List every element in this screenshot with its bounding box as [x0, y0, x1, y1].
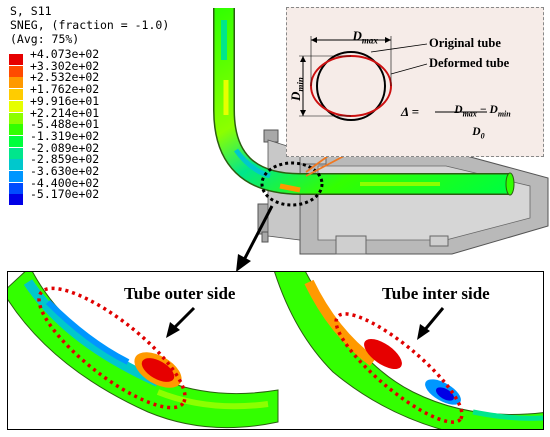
legend-color-swatch [9, 182, 23, 194]
ovality-schematic [299, 36, 487, 121]
detail-panel: Tube outer side Tube inter side [7, 271, 544, 430]
original-tube-circle [316, 51, 386, 121]
bend-region-marker [260, 161, 324, 207]
deformed-leader [390, 63, 428, 75]
dmax-label: Dmax [352, 28, 378, 46]
original-tube-label: Original tube [429, 36, 501, 50]
legend-color-swatch [9, 171, 23, 182]
inner-side-detail [274, 272, 543, 429]
detail-arrow [236, 205, 274, 272]
bent-tube [213, 8, 515, 196]
legend-color-swatch [9, 159, 23, 171]
inner-side-label: Tube inter side [382, 284, 490, 303]
inset-callout-line-1 [305, 155, 329, 173]
legend-color-swatch [9, 124, 23, 136]
legend-tick-label: +2.532e+02 [30, 70, 100, 85]
outer-side-label: Tube outer side [124, 284, 236, 303]
legend-title-line-1: S, S11 [10, 4, 52, 18]
ovality-inset: Dmax Dmin Original tube Deformed tube Δ … [286, 7, 544, 157]
legend-tick-label: -3.630e+02 [30, 164, 100, 178]
original-leader [370, 43, 428, 53]
legend-color-swatch [9, 54, 23, 65]
legend-title-line-2: SNEG, (fraction = -1.0) [10, 18, 170, 32]
deformed-tube-label: Deformed tube [429, 56, 510, 70]
legend-color-swatch [9, 77, 23, 89]
inset-callout-line-2 [305, 155, 345, 177]
formula-numerator: Dmax − Dmin [454, 104, 511, 119]
legend-color-swatch [9, 112, 23, 124]
legend-tick-label: +4.073e+02 [30, 47, 100, 61]
formula-denominator: D0 [472, 126, 485, 141]
legend-tick-label: +2.214e+01 [30, 105, 100, 120]
legend-color-swatch [9, 65, 23, 77]
legend-color-swatch [9, 100, 23, 112]
legend-color-swatch [9, 194, 23, 206]
dmin-label: Dmin [287, 77, 306, 101]
legend-tick-label: +1.762e+02 [30, 82, 100, 97]
legend-tick-label: -2.089e+02 [30, 140, 100, 155]
legend-color-swatch [9, 147, 23, 159]
legend-color-swatch [9, 135, 23, 147]
legend-tick-label: +3.302e+02 [30, 58, 100, 73]
outer-side-highlight [37, 286, 187, 410]
legend-tick-label: -4.400e+02 [30, 175, 100, 190]
legend-tick-label: -1.319e+02 [30, 128, 100, 143]
legend-tick-label: -2.859e+02 [30, 152, 100, 167]
legend-tick-label: -5.488e+01 [30, 117, 100, 132]
legend-tick-label: +9.916e+01 [30, 93, 100, 108]
outer-side-detail [8, 272, 279, 429]
legend-title-line-3: (Avg: 75%) [10, 32, 80, 46]
deformed-tube-ellipse [310, 55, 392, 117]
formula-lhs: Δ = [401, 104, 420, 119]
legend-tick-label: -5.170e+02 [30, 187, 100, 202]
legend-color-swatch [9, 89, 23, 101]
